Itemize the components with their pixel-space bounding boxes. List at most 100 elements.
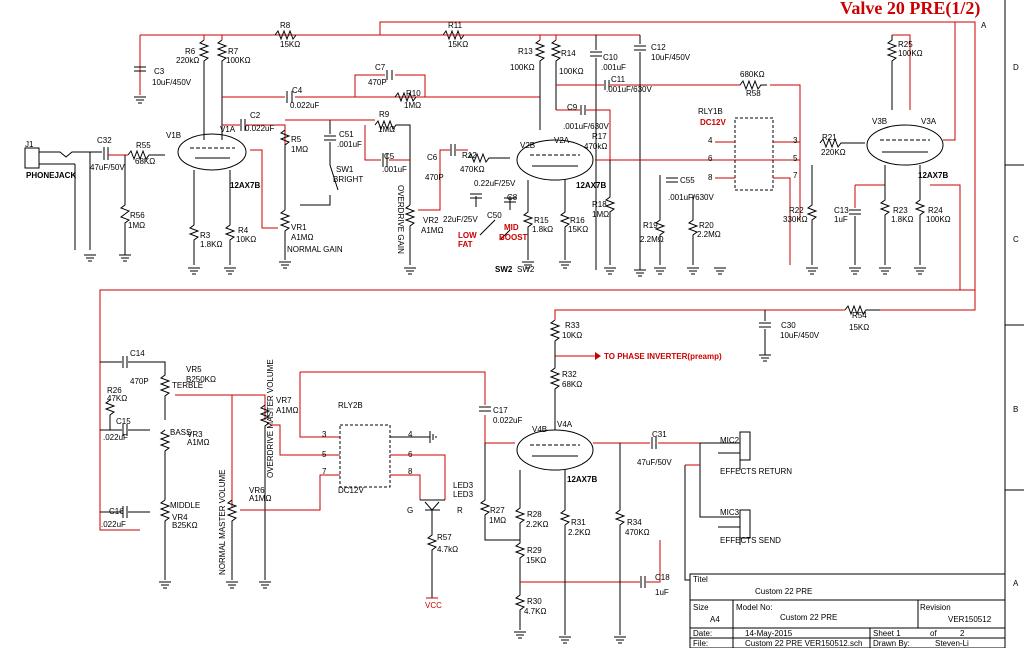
rly2b-pin8: 8 — [408, 467, 413, 476]
c9-ref: C9 — [567, 103, 578, 112]
sw1-ref: SW1 — [336, 165, 354, 174]
border-letter-a: A — [1013, 579, 1019, 588]
v2a-label: V2A — [554, 136, 570, 145]
vr6-ref: VR6 — [249, 486, 265, 495]
tb-sheet-total: 2 — [960, 629, 965, 638]
r13-ref: R13 — [518, 47, 533, 56]
r26-ref: R26 — [107, 386, 122, 395]
c8-val-top: 0.22uF/25V — [474, 179, 516, 188]
r30-val: 4.7KΩ — [524, 607, 546, 616]
border-letter-d: D — [1013, 63, 1019, 72]
rly1b-label: RLY1B — [698, 107, 723, 116]
c13-val: 1uF — [834, 215, 848, 224]
r12-ref: R12 — [462, 151, 477, 160]
c55-val: .001uF/630V — [668, 193, 714, 202]
border-letter-c: C — [1013, 235, 1019, 244]
c31-val: 47uF/50V — [637, 458, 672, 467]
r55-val: 68KΩ — [135, 157, 155, 166]
tb-sheet-of: of — [930, 629, 937, 638]
v3a-label: V3A — [921, 117, 937, 126]
r22-ref: R22 — [789, 206, 804, 215]
c4-ref: C4 — [292, 86, 303, 95]
c10-val: .001uF — [601, 63, 626, 72]
fat-label: FAT — [458, 240, 473, 249]
r29-ref: R29 — [527, 546, 542, 555]
tb-date-label: Date: — [693, 629, 712, 638]
r21-val: 220KΩ — [821, 148, 846, 157]
led-r-label: R — [457, 506, 463, 515]
led3b-label: LED3 — [453, 490, 474, 499]
tb-file: Custom 22 PRE VER150512.sch — [745, 639, 862, 648]
c15-val: .022uF — [103, 433, 128, 442]
node-a-label: A — [981, 21, 987, 30]
sw1-val: BRIGHT — [333, 175, 363, 184]
tb-size: A4 — [710, 615, 720, 624]
r54-val: 15KΩ — [849, 323, 869, 332]
r23-val: 1.8KΩ — [891, 215, 913, 224]
r16-val: 15KΩ — [568, 225, 588, 234]
v2b-label: V2B — [520, 141, 535, 150]
j1-ref: J1 — [25, 140, 34, 149]
r57-val: 4.7kΩ — [437, 545, 458, 554]
r18-val: 1MΩ — [592, 210, 609, 219]
c2-val: 0.022uF — [245, 124, 274, 133]
r10-ref: R10 — [406, 89, 421, 98]
r7-ref: R7 — [228, 47, 239, 56]
c15-ref: C15 — [116, 417, 131, 426]
c3-val: 10uF/450V — [152, 78, 192, 87]
c2-ref: C2 — [250, 111, 261, 120]
led-g-label: G — [407, 506, 413, 515]
rly1b-pin8: 8 — [708, 173, 713, 182]
ground-symbols-bottom — [159, 581, 626, 644]
r8-val: 15KΩ — [280, 40, 300, 49]
c13-ref: C13 — [834, 206, 849, 215]
c5-val: .001uF — [382, 165, 407, 174]
rly2b-pin3: 3 — [322, 430, 327, 439]
title-block — [689, 573, 1006, 648]
c51-ref: C51 — [339, 130, 354, 139]
r4-val: 10KΩ — [236, 235, 256, 244]
led3a-label: LED3 — [453, 481, 474, 490]
c9-val: .001uF/630V — [563, 122, 609, 131]
terble-label: TERBLE — [172, 381, 203, 390]
r24-ref: R24 — [928, 206, 943, 215]
normal-gain-label: NORMAL GAIN — [287, 245, 343, 254]
c11-ref: C11 — [611, 75, 626, 84]
c8-ref: C8 — [507, 193, 518, 202]
c18-ref: C18 — [655, 573, 670, 582]
r8-ref: R8 — [280, 21, 291, 30]
r29-val: 15KΩ — [526, 556, 546, 565]
v3b-label: V3B — [872, 117, 887, 126]
normal-master-label: NORMAL MASTER VOLUME — [218, 470, 227, 576]
r31-val: 2.2KΩ — [568, 528, 590, 537]
r32-ref: R32 — [562, 370, 577, 379]
r28-val: 2.2KΩ — [526, 520, 548, 529]
rly2b-pin5: 5 — [322, 450, 327, 459]
r5-ref: R5 — [291, 135, 302, 144]
overdrive-master-label: OVERDRIVE MASTER VOLUME — [266, 359, 275, 478]
j1-val: PHONEJACK — [26, 171, 76, 180]
to-phase-label: TO PHASE INVERTER(preamp) — [604, 352, 722, 361]
c32-val: 47uF/50V — [90, 163, 125, 172]
v1b-label: V1B — [166, 131, 181, 140]
tb-model-label: Model No: — [736, 603, 772, 612]
rly1b-pin7: 7 — [793, 171, 798, 180]
low-label: LOW — [458, 231, 477, 240]
r4-ref: R4 — [238, 226, 249, 235]
r33-ref: R33 — [565, 321, 580, 330]
vr2-val: A1MΩ — [421, 226, 443, 235]
sw2b-label: SW2 — [517, 265, 535, 274]
c5-ref: C5 — [384, 152, 395, 161]
r32-val: 68KΩ — [562, 380, 582, 389]
vr1-val: A1MΩ — [291, 233, 313, 242]
r28-ref: R28 — [527, 510, 542, 519]
r3-ref: R3 — [200, 231, 211, 240]
v1-type: 12AX7B — [230, 181, 260, 190]
r31-ref: R31 — [571, 518, 586, 527]
vr7-val: A1MΩ — [276, 406, 298, 415]
r22-val: 330KΩ — [783, 215, 808, 224]
r24-val: 100KΩ — [926, 215, 951, 224]
bass-label: BASS — [170, 428, 191, 437]
c14-val: 470P — [130, 377, 149, 386]
